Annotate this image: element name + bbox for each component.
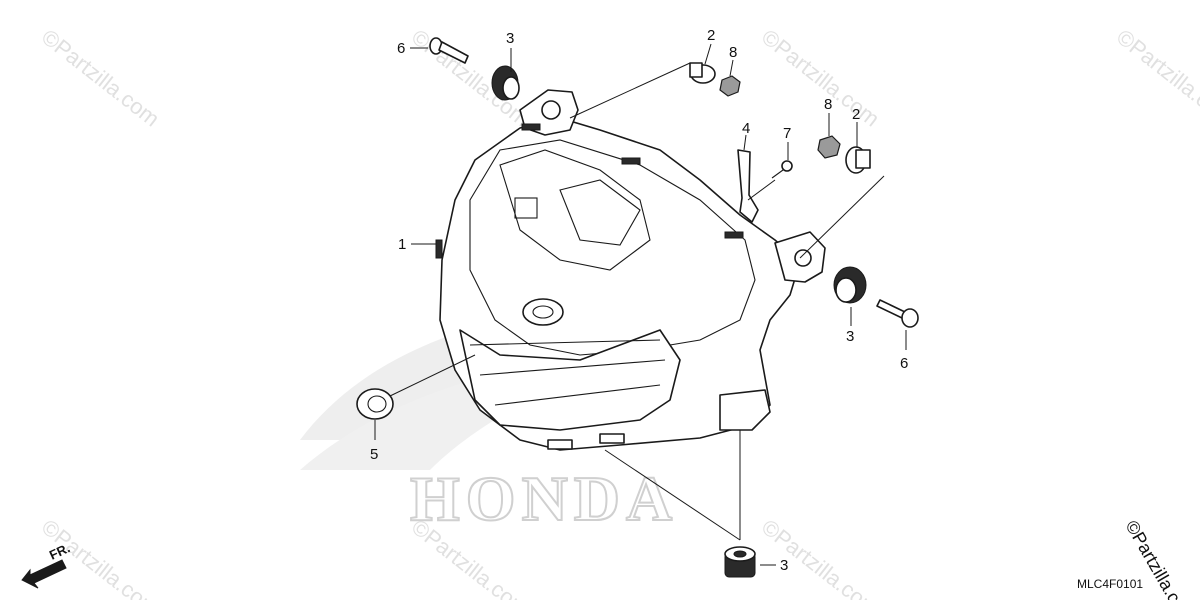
- leader-lines: [374, 43, 907, 566]
- collar-right: [845, 146, 871, 174]
- grommet-left: [356, 388, 394, 420]
- reflector-facet: [559, 179, 641, 246]
- side-clip: [435, 239, 443, 259]
- callout-6: 6: [397, 40, 405, 57]
- inner-frame: [469, 139, 756, 356]
- grommet-face: [835, 277, 857, 303]
- nut-body: [719, 75, 741, 97]
- watermark-text: ©Partzilla.com: [757, 514, 884, 600]
- grommet-bottom: [724, 546, 756, 578]
- honda-wordmark: HONDA: [410, 463, 678, 534]
- headlight-assembly: [435, 89, 826, 451]
- nut-top: [719, 75, 741, 97]
- callout-3: 3: [846, 328, 854, 345]
- callout-6: 6: [900, 355, 908, 372]
- grommet-right: [833, 266, 867, 304]
- callout-1: 1: [398, 236, 406, 253]
- grommet-face: [502, 76, 520, 100]
- callouts: 6 3 2 8 8 2 4 7 1 3 6 5 3: [370, 27, 908, 574]
- bottom-tab: [599, 433, 625, 444]
- callout-7: 7: [783, 125, 791, 142]
- collar-body: [689, 62, 703, 78]
- nut-right: [817, 135, 841, 159]
- bracket: [737, 149, 759, 223]
- grommet-hole: [367, 395, 387, 413]
- collar-body: [855, 149, 871, 169]
- grommet-body: [356, 388, 394, 420]
- lens-line: [494, 384, 661, 406]
- lens-line: [479, 359, 666, 376]
- grommet-hole: [733, 550, 747, 558]
- callout-8: 8: [729, 44, 737, 61]
- lower-mount-lug: [719, 389, 771, 431]
- callout-2: 2: [852, 106, 860, 123]
- nut-body: [817, 135, 841, 159]
- front-direction-marker: FR.: [21, 540, 72, 589]
- watermark-text: ©Partzilla.com: [757, 24, 884, 131]
- screw: [771, 160, 793, 179]
- bolt-shank: [438, 41, 469, 64]
- upper-mount-hole: [541, 100, 561, 120]
- watermark-text: ©Partzilla.com: [1112, 24, 1200, 131]
- top-clip: [621, 157, 641, 165]
- front-arrow-icon: [21, 559, 67, 589]
- bolt-head: [901, 308, 919, 328]
- callout-5: 5: [370, 446, 378, 463]
- top-clip: [521, 123, 541, 131]
- callout-2: 2: [707, 27, 715, 44]
- top-clip: [724, 231, 744, 239]
- bulb-socket: [522, 298, 564, 326]
- bolt-shank: [876, 299, 906, 319]
- grommet-top: [491, 65, 520, 101]
- diagram-code: MLC4F0101: [1077, 577, 1143, 591]
- lower-lens: [459, 329, 681, 431]
- callout-3: 3: [506, 30, 514, 47]
- watermark-text: ©Partzilla.com: [37, 24, 164, 131]
- screw-head: [781, 160, 793, 172]
- bottom-tab: [547, 439, 573, 450]
- bolt-right: [876, 299, 919, 328]
- screw-shank: [771, 169, 784, 179]
- collar-top: [689, 62, 716, 84]
- reflector-window: [514, 197, 538, 219]
- bulb-socket-inner: [532, 305, 554, 319]
- bolt-top-left: [429, 37, 469, 64]
- upper-reflector: [499, 149, 651, 271]
- lens-line: [469, 339, 661, 346]
- callout-8: 8: [824, 96, 832, 113]
- callout-3: 3: [780, 557, 788, 574]
- callout-4: 4: [742, 120, 750, 137]
- right-mount-hole: [794, 249, 812, 267]
- bracket-body: [737, 149, 759, 223]
